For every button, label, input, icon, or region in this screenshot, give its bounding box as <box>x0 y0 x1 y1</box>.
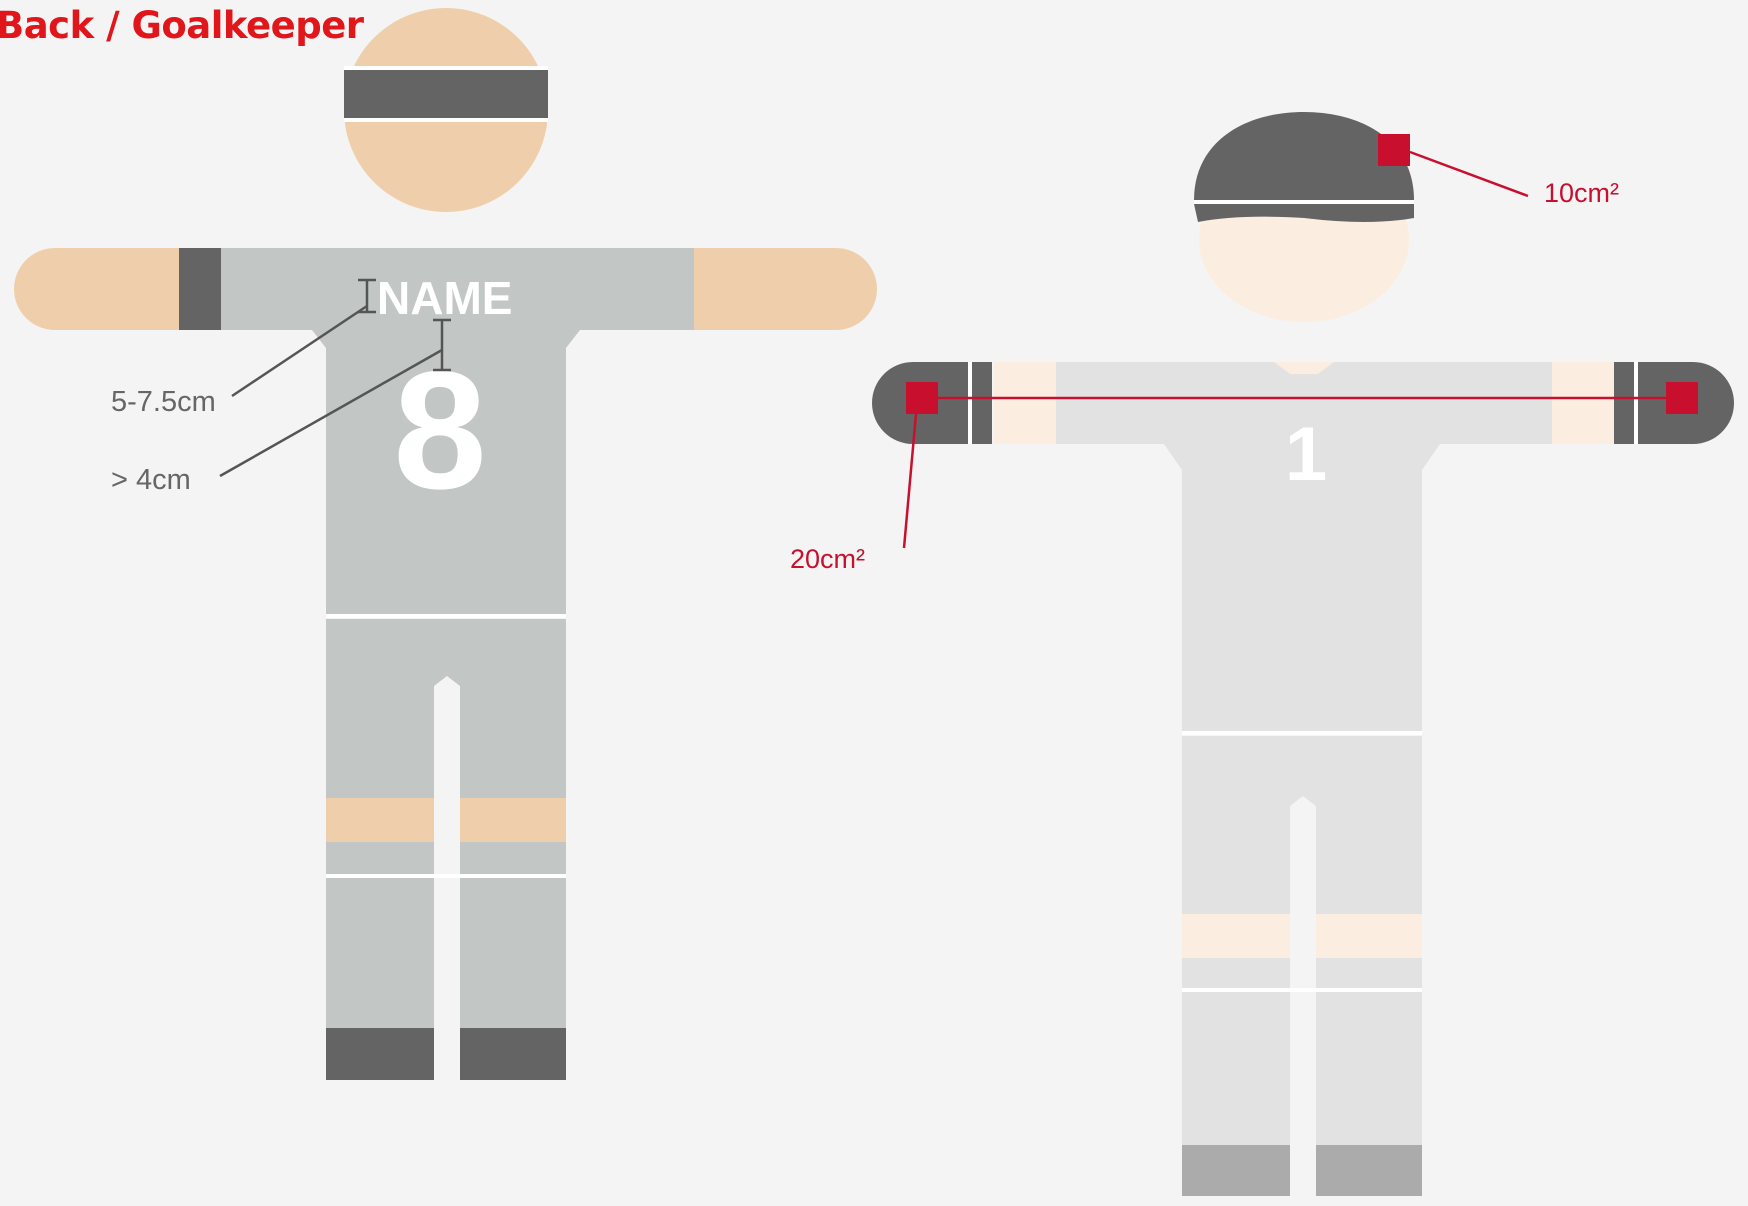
name-height-label: 5-7.5cm <box>111 386 216 419</box>
goalkeeper-right-arm <box>1552 362 1734 444</box>
page-title: Back / Goalkeeper <box>0 4 364 47</box>
headband <box>344 68 548 120</box>
player-armband <box>179 248 221 330</box>
goalkeeper-figure: 1 <box>872 112 1734 1196</box>
outfield-player-figure: NAME 8 <box>14 8 877 1080</box>
goalkeeper-left-arm <box>872 362 1056 444</box>
shirt-name-text: NAME <box>377 272 512 324</box>
name-number-gap-label: > 4cm <box>111 464 191 497</box>
cap-logo-area <box>1378 134 1410 166</box>
goalkeeper-shirt-number: 1 <box>1285 412 1327 497</box>
player-right-boot <box>460 1028 566 1080</box>
left-sleeve-logo-area <box>906 382 938 414</box>
player-left-arm <box>14 248 221 330</box>
player-right-arm <box>694 248 877 330</box>
goalkeeper-legs <box>1182 736 1422 1196</box>
player-legs <box>326 619 566 1080</box>
sleeve-logo-area-label: 20cm² <box>790 544 865 575</box>
right-sleeve-logo-area <box>1666 382 1698 414</box>
shirt-number-8: 8 <box>393 336 486 524</box>
player-head <box>344 8 548 212</box>
cap-logo-area-label: 10cm² <box>1544 178 1619 209</box>
goalkeeper-right-boot <box>1316 1145 1422 1196</box>
goalkeeper-left-boot <box>1182 1145 1290 1196</box>
player-left-boot <box>326 1028 434 1080</box>
